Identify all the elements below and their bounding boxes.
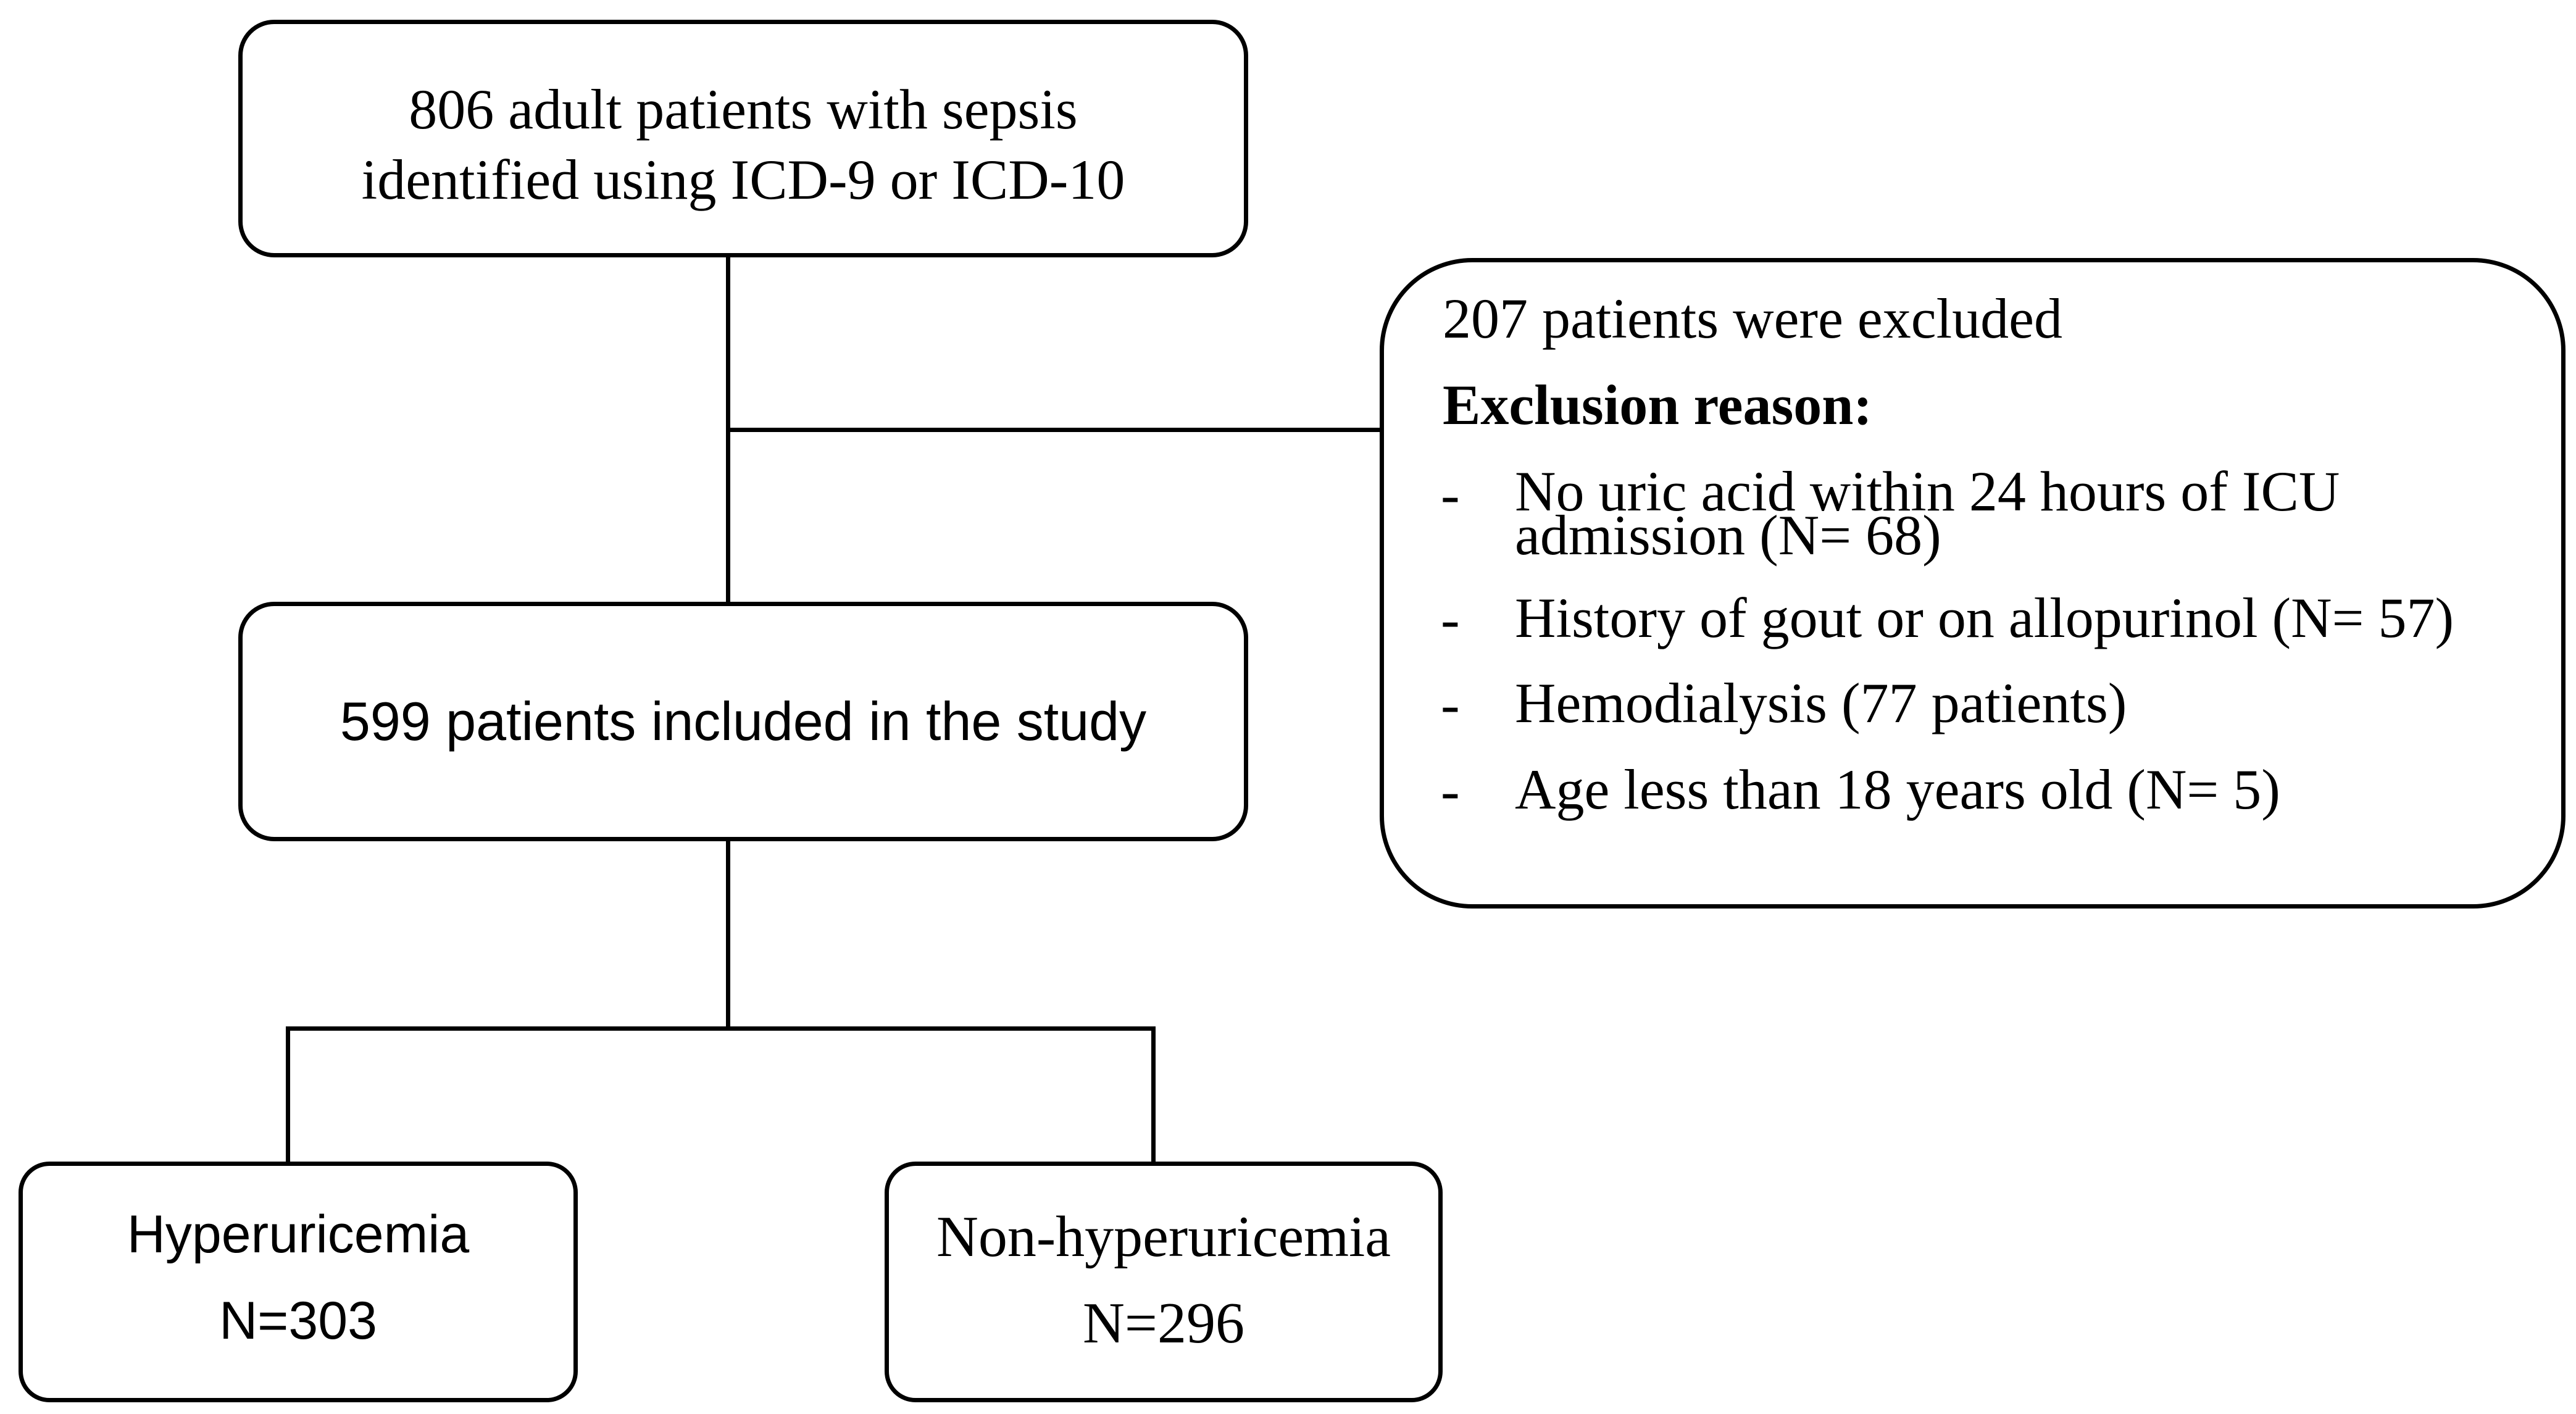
initial-cohort-line1: 806 adult patients with sepsis [409,78,1078,141]
exclusion-bullet-3: - [1441,673,1460,736]
included-cohort-box: 599 patients included in the study [238,602,1248,841]
included-cohort-text: 599 patients included in the study [340,691,1147,752]
exclusion-box: 207 patients were excluded Exclusion rea… [1380,258,2566,909]
non-hyperuricemia-label: Non-hyperuricemia [936,1205,1391,1269]
exclusion-item-3: Hemodialysis (77 patients) [1515,672,2127,734]
exclusion-item-2: History of gout or on allopurinol (N= 57… [1515,586,2454,649]
connector-middle-down [726,837,730,1031]
exclusion-subheader: Exclusion reason: [1443,373,1873,436]
initial-cohort-box: 806 adult patients with sepsis identifie… [238,20,1248,257]
hyperuricemia-label: Hyperuricemia [127,1205,470,1264]
connector-split-horizontal [286,1026,1156,1031]
exclusion-item-1-line1: No uric acid within 24 hours of ICU [1515,460,2340,523]
hyperuricemia-box: Hyperuricemia N=303 [19,1162,578,1402]
connector-to-exclusion [726,428,1383,432]
exclusion-bullet-1: - [1441,463,1460,526]
exclusion-bullet-2: - [1441,588,1460,651]
non-hyperuricemia-box: Non-hyperuricemia N=296 [885,1162,1443,1402]
exclusion-header: 207 patients were excluded [1443,287,2062,350]
exclusion-bullet-4: - [1441,759,1460,822]
exclusion-item-4: Age less than 18 years old (N= 5) [1515,758,2280,821]
initial-cohort-line2: identified using ICD-9 or ICD-10 [361,148,1125,211]
connector-to-hyperuricemia [286,1026,290,1165]
non-hyperuricemia-count: N=296 [1083,1291,1244,1355]
connector-to-non-hyperuricemia [1151,1026,1156,1165]
exclusion-item-1-line2: admission (N= 68) [1515,504,1941,567]
hyperuricemia-count: N=303 [219,1291,377,1350]
